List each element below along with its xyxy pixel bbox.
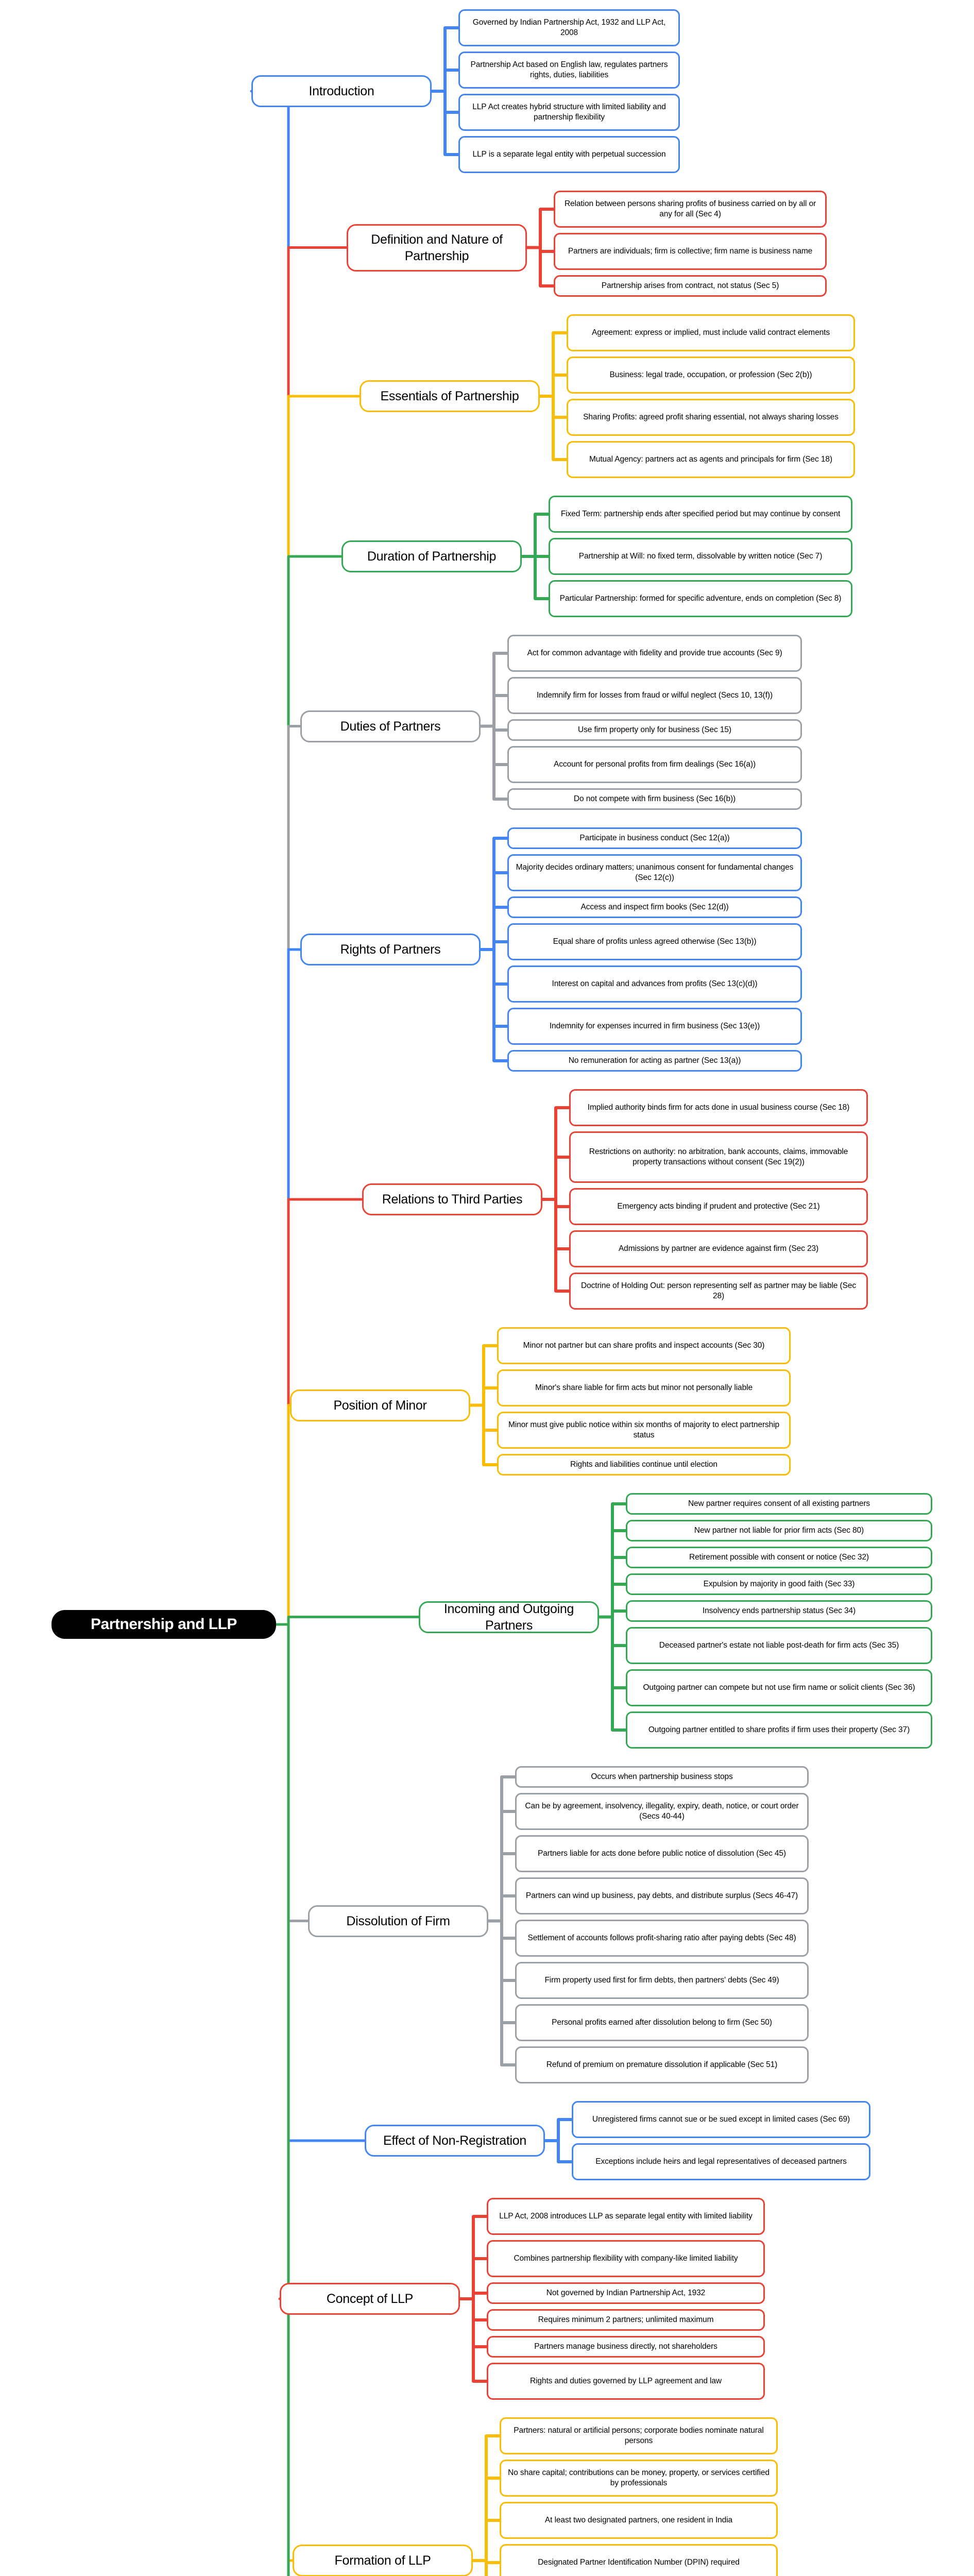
leaf-node[interactable]: Fixed Term: partnership ends after speci… — [549, 496, 852, 533]
leaf-node[interactable]: At least two designated partners, one re… — [500, 2502, 778, 2539]
leaf-node[interactable]: Partners are individuals; firm is collec… — [554, 233, 827, 270]
leaf-node[interactable]: Firm property used first for firm debts,… — [515, 1962, 809, 1999]
leaf-node[interactable]: Minor not partner but can share profits … — [497, 1327, 791, 1364]
leaf-node[interactable]: Business: legal trade, occupation, or pr… — [567, 357, 855, 394]
leaf-node[interactable]: Partnership arises from contract, not st… — [554, 275, 827, 297]
branch-node-incoming-and-outgoing-partners[interactable]: Incoming and Outgoing Partners — [419, 1601, 599, 1633]
leaf-node[interactable]: Use firm property only for business (Sec… — [507, 719, 802, 741]
leaf-node[interactable]: Sharing Profits: agreed profit sharing e… — [567, 399, 855, 436]
branch-node-relations-to-third-parties[interactable]: Relations to Third Parties — [362, 1183, 542, 1215]
leaf-node[interactable]: Relation between persons sharing profits… — [554, 191, 827, 228]
leaf-node[interactable]: Unregistered firms cannot sue or be sued… — [572, 2101, 870, 2138]
branch-node-position-of-minor[interactable]: Position of Minor — [290, 1389, 470, 1421]
leaf-node[interactable]: LLP is a separate legal entity with perp… — [458, 136, 680, 173]
branch-node-dissolution-of-firm[interactable]: Dissolution of Firm — [308, 1905, 488, 1937]
leaf-node[interactable]: Emergency acts binding if prudent and pr… — [569, 1188, 868, 1225]
leaf-node[interactable]: Partners liable for acts done before pub… — [515, 1835, 809, 1872]
branch-node-introduction[interactable]: Introduction — [251, 75, 432, 107]
leaf-node[interactable]: No remuneration for acting as partner (S… — [507, 1050, 802, 1072]
leaf-node[interactable]: New partner requires consent of all exis… — [626, 1493, 932, 1515]
leaf-node[interactable]: Outgoing partner entitled to share profi… — [626, 1711, 932, 1749]
leaf-node[interactable]: Restrictions on authority: no arbitratio… — [569, 1131, 868, 1183]
branch-node-duties-of-partners[interactable]: Duties of Partners — [300, 710, 481, 742]
leaf-node[interactable]: Particular Partnership: formed for speci… — [549, 580, 852, 617]
branch-node-concept-of-llp[interactable]: Concept of LLP — [280, 2283, 460, 2315]
leaf-node[interactable]: New partner not liable for prior firm ac… — [626, 1520, 932, 1541]
leaf-node[interactable]: Do not compete with firm business (Sec 1… — [507, 788, 802, 810]
branch-node-effect-of-non-registration[interactable]: Effect of Non-Registration — [365, 2125, 545, 2157]
leaf-node[interactable]: Indemnity for expenses incurred in firm … — [507, 1008, 802, 1045]
leaf-node[interactable]: Rights and duties governed by LLP agreem… — [487, 2363, 765, 2400]
leaf-node[interactable]: Minor's share liable for firm acts but m… — [497, 1369, 791, 1406]
leaf-node[interactable]: Outgoing partner can compete but not use… — [626, 1669, 932, 1706]
leaf-node[interactable]: Admissions by partner are evidence again… — [569, 1230, 868, 1267]
leaf-node[interactable]: Participate in business conduct (Sec 12(… — [507, 827, 802, 849]
leaf-node[interactable]: Partnership at Will: no fixed term, diss… — [549, 538, 852, 575]
leaf-node[interactable]: Partnership Act based on English law, re… — [458, 52, 680, 89]
leaf-node[interactable]: Interest on capital and advances from pr… — [507, 965, 802, 1003]
leaf-node[interactable]: Majority decides ordinary matters; unani… — [507, 854, 802, 891]
branch-node-definition-and-nature-of-partnership[interactable]: Definition and Nature of Partnership — [347, 224, 527, 272]
leaf-node[interactable]: No share capital; contributions can be m… — [500, 2460, 778, 2497]
leaf-node[interactable]: Governed by Indian Partnership Act, 1932… — [458, 9, 680, 46]
branch-node-rights-of-partners[interactable]: Rights of Partners — [300, 934, 481, 965]
leaf-node[interactable]: Indemnify firm for losses from fraud or … — [507, 677, 802, 714]
leaf-node[interactable]: Doctrine of Holding Out: person represen… — [569, 1273, 868, 1310]
leaf-node[interactable]: Retirement possible with consent or noti… — [626, 1547, 932, 1568]
leaf-node[interactable]: Partners manage business directly, not s… — [487, 2336, 765, 2358]
leaf-node[interactable]: Implied authority binds firm for acts do… — [569, 1089, 868, 1126]
leaf-node[interactable]: Designated Partner Identification Number… — [500, 2544, 778, 2576]
leaf-node[interactable]: Exceptions include heirs and legal repre… — [572, 2143, 870, 2180]
leaf-node[interactable]: Personal profits earned after dissolutio… — [515, 2004, 809, 2041]
leaf-node[interactable]: Combines partnership flexibility with co… — [487, 2240, 765, 2277]
leaf-node[interactable]: Deceased partner's estate not liable pos… — [626, 1627, 932, 1664]
leaf-node[interactable]: Refund of premium on premature dissoluti… — [515, 2046, 809, 2083]
leaf-node[interactable]: LLP Act, 2008 introduces LLP as separate… — [487, 2198, 765, 2235]
leaf-node[interactable]: Insolvency ends partnership status (Sec … — [626, 1600, 932, 1622]
leaf-node[interactable]: Agreement: express or implied, must incl… — [567, 314, 855, 351]
leaf-node[interactable]: Expulsion by majority in good faith (Sec… — [626, 1573, 932, 1595]
leaf-node[interactable]: Mutual Agency: partners act as agents an… — [567, 441, 855, 478]
leaf-node[interactable]: Act for common advantage with fidelity a… — [507, 635, 802, 672]
leaf-node[interactable]: Settlement of accounts follows profit-sh… — [515, 1920, 809, 1957]
leaf-node[interactable]: Equal share of profits unless agreed oth… — [507, 923, 802, 960]
leaf-node[interactable]: Requires minimum 2 partners; unlimited m… — [487, 2309, 765, 2331]
leaf-node[interactable]: Minor must give public notice within six… — [497, 1412, 791, 1449]
leaf-node[interactable]: Rights and liabilities continue until el… — [497, 1454, 791, 1476]
leaf-node[interactable]: Partners: natural or artificial persons;… — [500, 2417, 778, 2454]
branch-node-essentials-of-partnership[interactable]: Essentials of Partnership — [360, 380, 540, 412]
leaf-node[interactable]: Not governed by Indian Partnership Act, … — [487, 2282, 765, 2304]
leaf-node[interactable]: LLP Act creates hybrid structure with li… — [458, 94, 680, 131]
root-node[interactable]: Partnership and LLP — [52, 1610, 276, 1639]
branch-node-duration-of-partnership[interactable]: Duration of Partnership — [341, 540, 522, 572]
leaf-node[interactable]: Occurs when partnership business stops — [515, 1766, 809, 1788]
leaf-node[interactable]: Can be by agreement, insolvency, illegal… — [515, 1793, 809, 1830]
leaf-node[interactable]: Partners can wind up business, pay debts… — [515, 1877, 809, 1914]
branch-node-formation-of-llp[interactable]: Formation of LLP — [293, 2545, 473, 2576]
leaf-node[interactable]: Access and inspect firm books (Sec 12(d)… — [507, 896, 802, 918]
leaf-node[interactable]: Account for personal profits from firm d… — [507, 746, 802, 783]
